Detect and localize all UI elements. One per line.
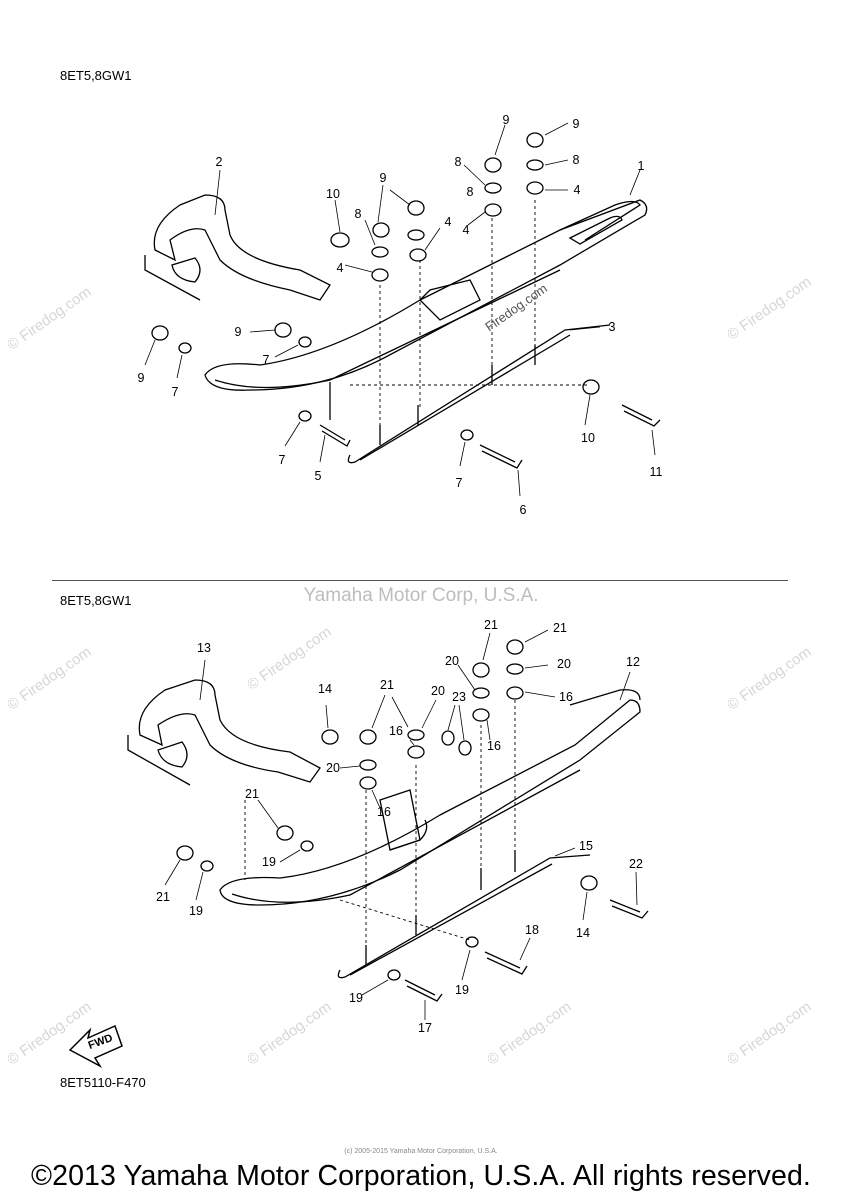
section-divider xyxy=(52,580,788,581)
callout: 18 xyxy=(525,923,539,937)
callout: 14 xyxy=(576,926,590,940)
callout: 8 xyxy=(572,153,580,167)
callout: 21 xyxy=(156,890,170,904)
ski-bottom xyxy=(219,689,641,906)
callout: 13 xyxy=(197,641,211,655)
leader-lines-bottom xyxy=(164,629,638,1020)
fasteners-top xyxy=(151,132,661,469)
callout: 4 xyxy=(462,223,470,237)
wear-bar-top xyxy=(347,324,611,464)
figure-code: 8ET5110-F470 xyxy=(60,1075,146,1090)
callout: 11 xyxy=(649,465,663,479)
callout: 21 xyxy=(553,621,567,635)
callout: 15 xyxy=(579,839,593,853)
tiny-watermark: (c) 2005-2015 Yamaha Motor Corporation, … xyxy=(344,1148,498,1155)
callout: 21 xyxy=(484,618,498,632)
callout: 19 xyxy=(455,983,469,997)
callout: 23 xyxy=(452,690,466,704)
callout: 9 xyxy=(572,117,580,131)
callout: 4 xyxy=(444,215,452,229)
callout: 3 xyxy=(608,320,616,334)
callout: 19 xyxy=(349,991,363,1005)
callout: 9 xyxy=(234,325,242,339)
callout: 19 xyxy=(189,904,203,918)
callout: 6 xyxy=(519,503,527,517)
model-label-bottom: 8ET5,8GW1 xyxy=(60,593,132,608)
callout: 8 xyxy=(454,155,462,169)
callout: 12 xyxy=(626,655,640,669)
callout: 5 xyxy=(314,469,322,483)
callout: 20 xyxy=(326,761,340,775)
fwd-arrow-icon xyxy=(68,1024,123,1068)
callout: 4 xyxy=(336,261,344,275)
callout: 10 xyxy=(581,431,595,445)
callout: 20 xyxy=(557,657,571,671)
callout: 7 xyxy=(262,353,270,367)
callout: 21 xyxy=(380,678,394,692)
handle-top xyxy=(144,194,331,301)
callout: 9 xyxy=(137,371,145,385)
callout: 19 xyxy=(262,855,276,869)
copyright-footer: ©2013 Yamaha Motor Corporation, U.S.A. A… xyxy=(31,1160,811,1192)
callout: 20 xyxy=(431,684,445,698)
callout: 22 xyxy=(629,857,643,871)
callout: 16 xyxy=(389,724,403,738)
model-label-top: 8ET5,8GW1 xyxy=(60,68,132,83)
callout: 9 xyxy=(502,113,510,127)
callout: 4 xyxy=(573,183,581,197)
callout: 9 xyxy=(379,171,387,185)
callout: 16 xyxy=(487,739,501,753)
callout: 14 xyxy=(318,682,332,696)
handle-bottom xyxy=(127,679,321,786)
callout: 10 xyxy=(326,187,340,201)
center-watermark: Yamaha Motor Corp, U.S.A. xyxy=(303,585,539,606)
callout: 16 xyxy=(559,690,573,704)
ski-top xyxy=(204,199,648,420)
callout: 21 xyxy=(245,787,259,801)
callout: 16 xyxy=(377,805,391,819)
dashed-lines-bottom xyxy=(244,700,516,950)
callout: 17 xyxy=(418,1021,432,1035)
callout: 7 xyxy=(171,385,179,399)
callout: 7 xyxy=(455,476,463,490)
leader-lines-top xyxy=(144,122,656,497)
dashed-lines-top xyxy=(350,200,590,430)
callout: 2 xyxy=(215,155,223,169)
callout: 20 xyxy=(445,654,459,668)
callout: 8 xyxy=(466,185,474,199)
wear-bar-bottom xyxy=(337,854,591,979)
callout: 7 xyxy=(278,453,286,467)
fasteners-bottom xyxy=(176,639,649,1002)
callout: 8 xyxy=(354,207,362,221)
callout: 1 xyxy=(637,159,645,173)
